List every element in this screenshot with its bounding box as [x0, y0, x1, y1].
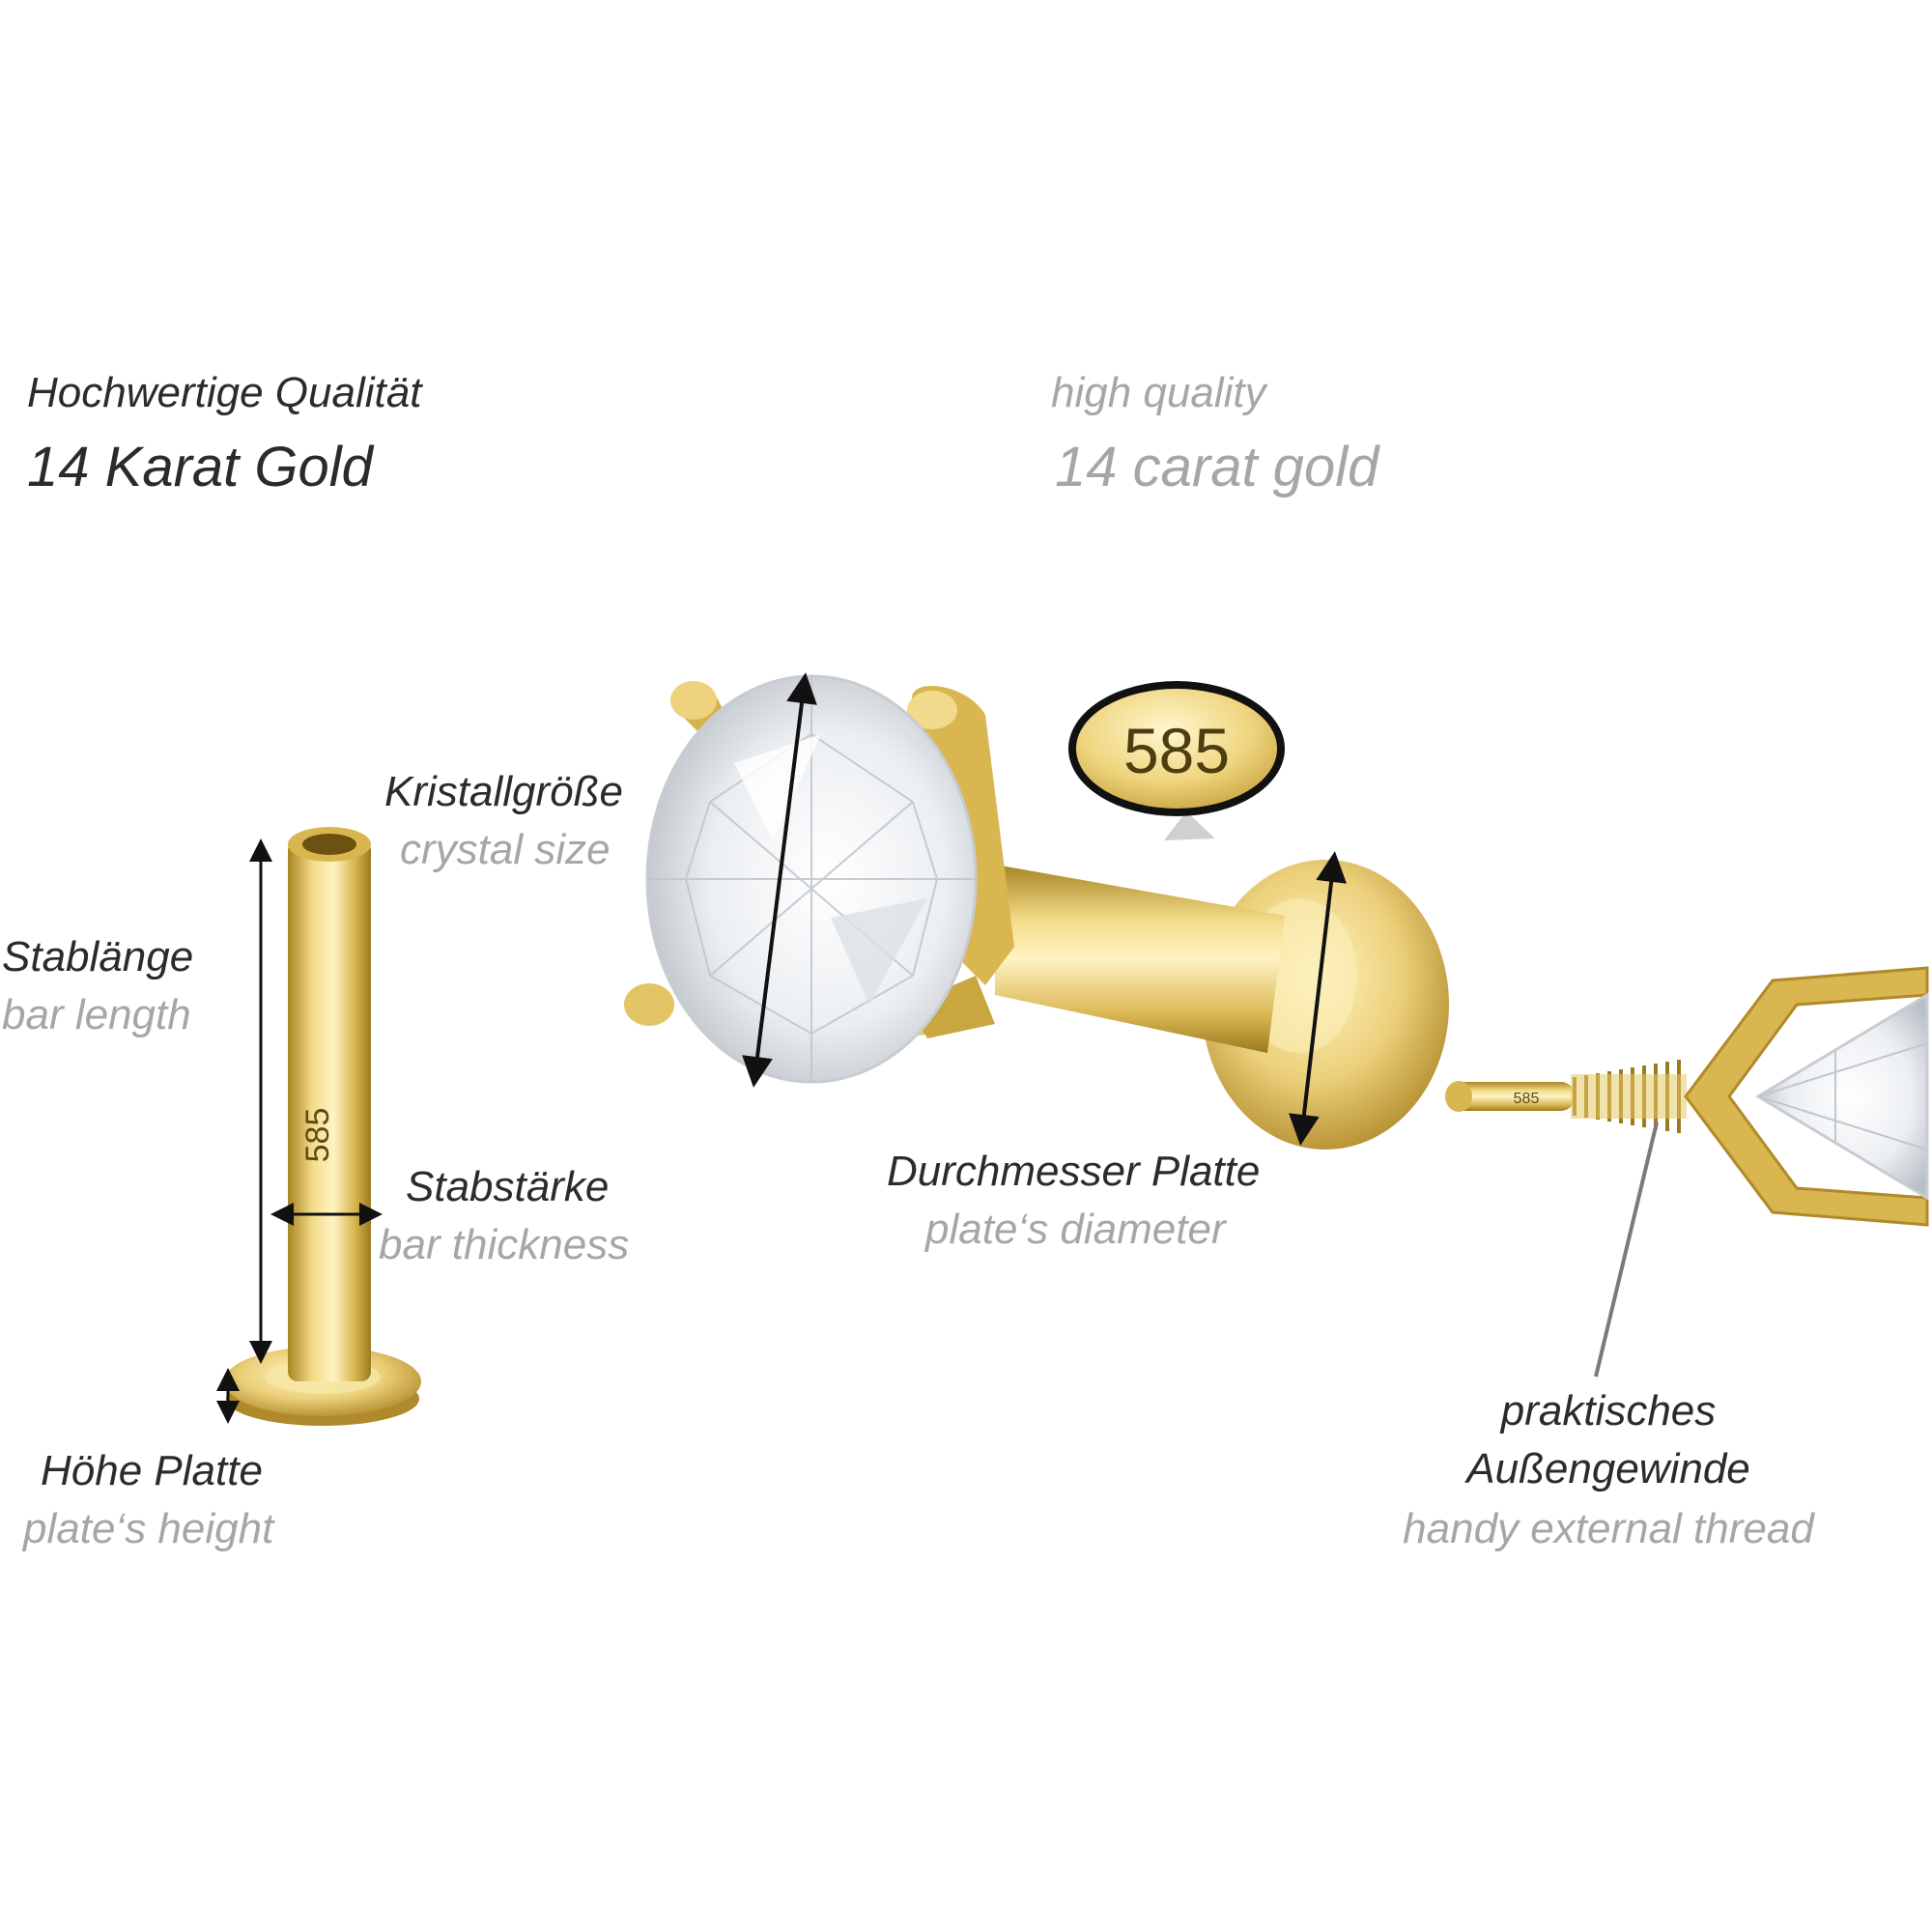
- pin-stamp-585: 585: [1514, 1091, 1540, 1107]
- crystal-size-arrow: [742, 672, 817, 1088]
- label-bar-length-en: bar length: [2, 991, 191, 1038]
- label-bar-thickness-en: bar thickness: [379, 1221, 630, 1268]
- thread-pointer-line: [1594, 1122, 1659, 1378]
- crystal-stud: [624, 674, 1449, 1150]
- label-thread-de-2: Außengewinde: [1466, 1445, 1750, 1492]
- gold-stamp-badge: 585: [1068, 681, 1285, 840]
- label-thread-en: handy external thread: [1403, 1505, 1814, 1552]
- label-crystal-size-de: Kristallgröße: [384, 768, 623, 815]
- plate-diameter-arrow: [1288, 851, 1348, 1146]
- stamp-585-text: 585: [1123, 715, 1230, 786]
- label-crystal-size-en: crystal size: [400, 826, 611, 873]
- header-en-gold: 14 carat gold: [1055, 436, 1379, 498]
- label-bar-length-de: Stablänge: [2, 933, 194, 980]
- label-plate-diameter-de: Durchmesser Platte: [887, 1148, 1261, 1195]
- header-en-quality: high quality: [1051, 369, 1266, 416]
- label-plate-height-de: Höhe Platte: [41, 1447, 263, 1494]
- header-de-quality: Hochwertige Qualität: [27, 369, 422, 416]
- header-de-gold: 14 Karat Gold: [27, 436, 373, 498]
- label-plate-diameter-en: plate‘s diameter: [925, 1206, 1226, 1253]
- label-plate-height-en: plate‘s height: [23, 1505, 274, 1552]
- threaded-pin: 585: [1445, 966, 1929, 1227]
- bar-stamp-585: 585: [299, 1108, 336, 1163]
- label-bar-thickness-de: Stabstärke: [406, 1163, 610, 1210]
- labret-post: 585: [224, 827, 421, 1426]
- label-thread-de-1: praktisches: [1500, 1387, 1717, 1435]
